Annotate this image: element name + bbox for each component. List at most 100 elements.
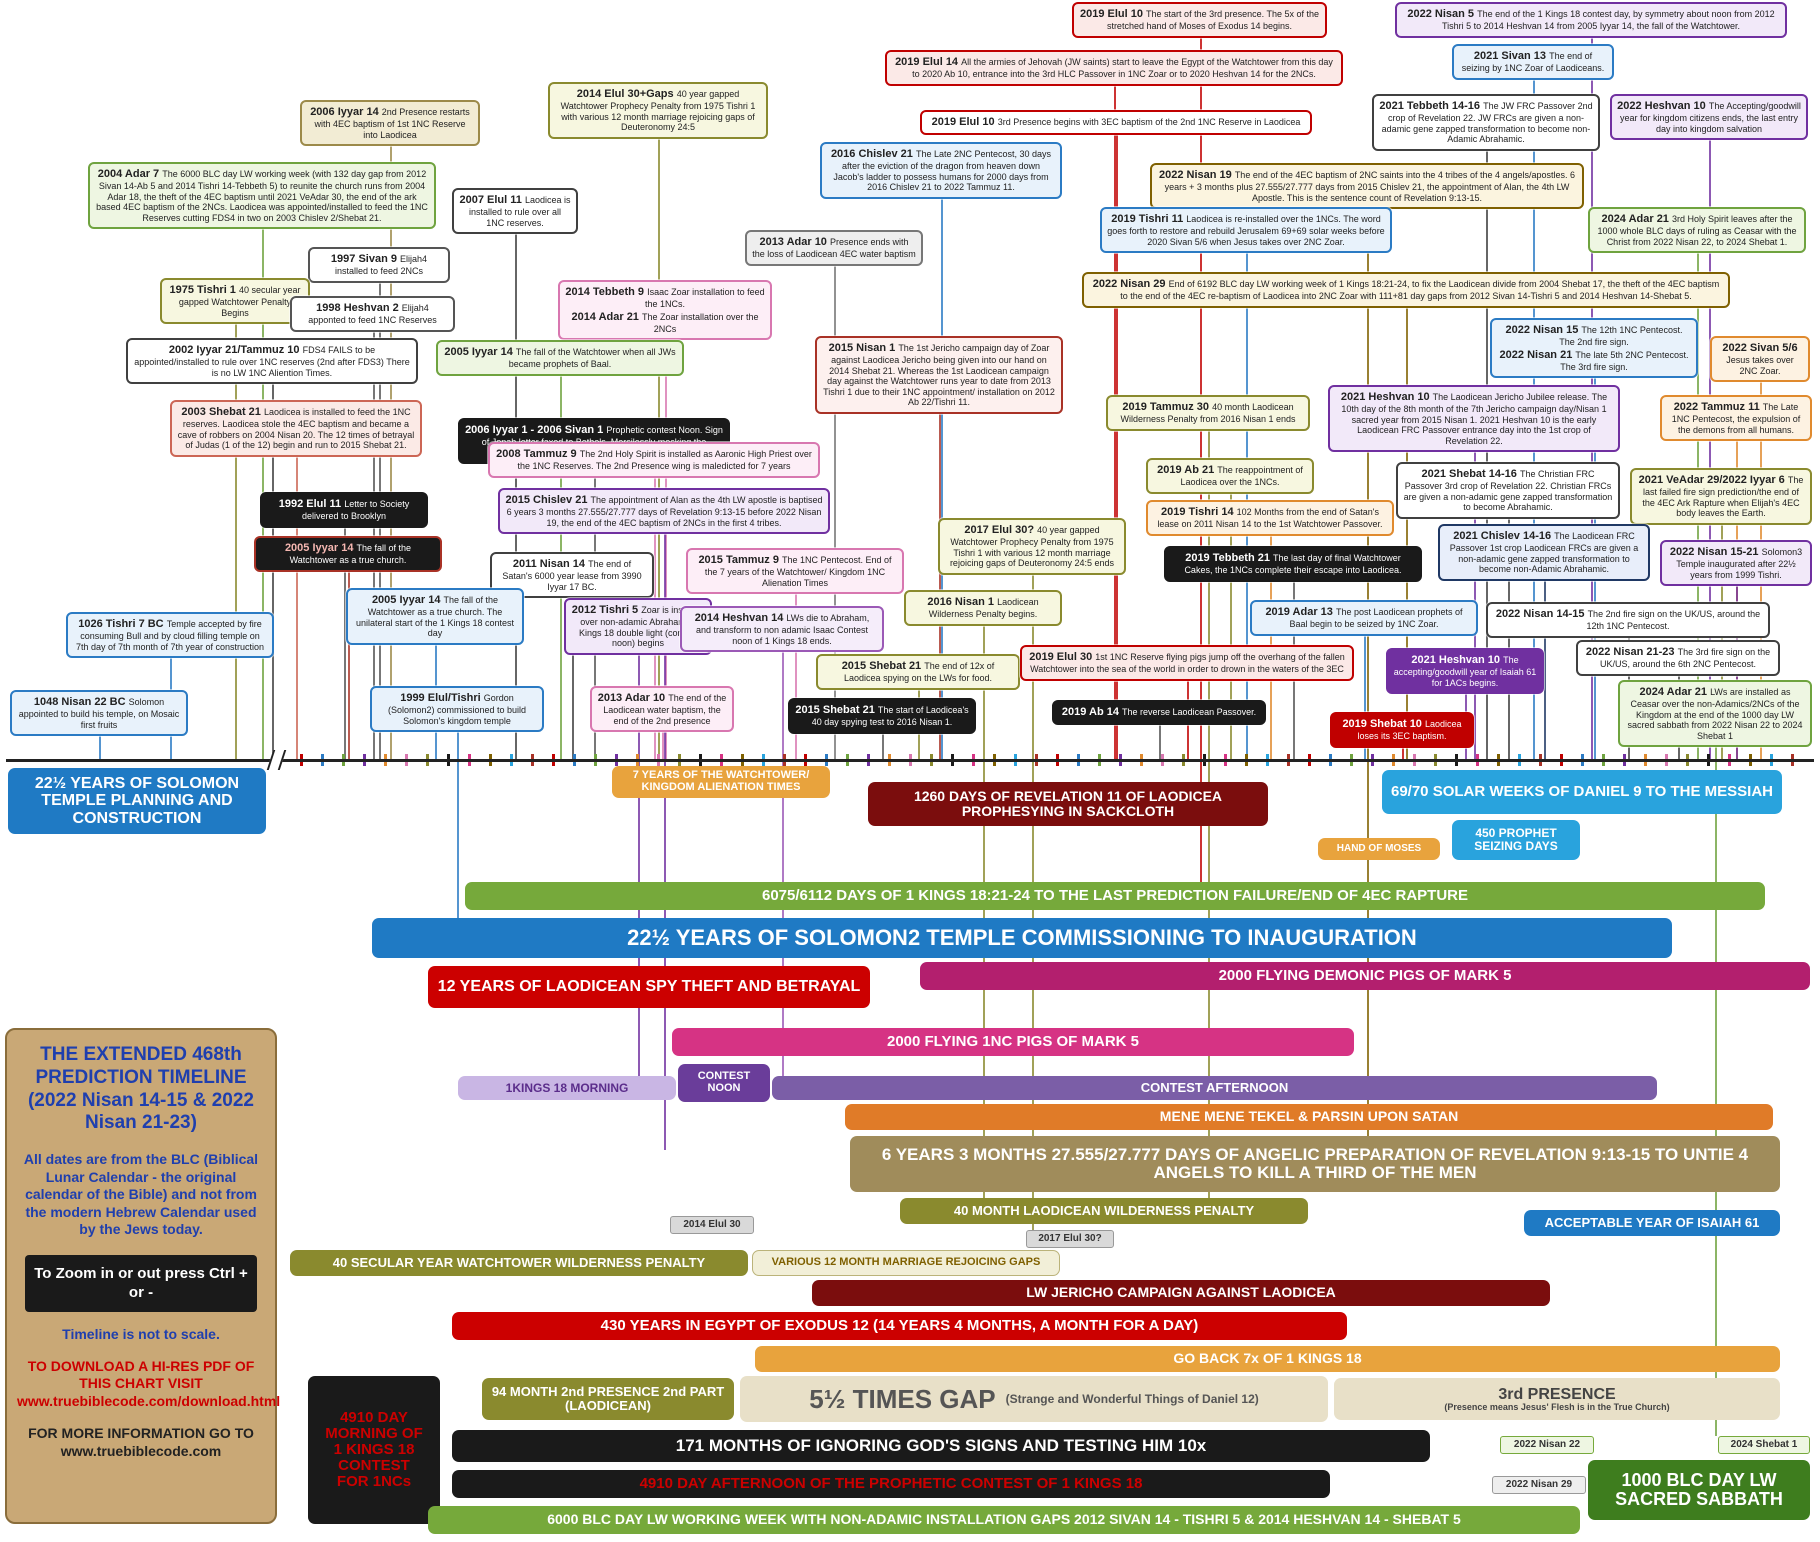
bar-label: GO BACK 7x OF 1 KINGS 18 (1173, 1350, 1362, 1367)
bar-marriage-rejoicing-gaps: VARIOUS 12 MONTH MARRIAGE REJOICING GAPS (752, 1250, 1060, 1276)
callout-description: The appointment of Alan as the 4th LW ap… (506, 495, 823, 528)
callout-text: 2006 Iyyar 14 2nd Presence restarts with… (307, 106, 473, 140)
callout-date: 2015 Tammuz 9 (698, 554, 782, 566)
callout-date: 2022 Nisan 15 (1505, 324, 1582, 336)
callout-2019-tishri-11: 2019 Tishri 11 Laodicea is re-installed … (1100, 207, 1392, 254)
bar-label: 22½ YEARS OF SOLOMON TEMPLE PLANNING AND… (34, 775, 240, 827)
callout-description: The 1NC Pentecost. End of the 7 years of… (704, 555, 892, 588)
callout-date: 2014 Adar 21 (571, 310, 642, 323)
callout-date: 2006 Iyyar 1 - 2006 Sivan 1 (465, 424, 607, 436)
callout-description: LWs are installed as Ceasar over the non… (1627, 687, 1803, 741)
callout-text: 2005 Iyyar 14 The fall of the Watchtower… (443, 346, 677, 370)
callout-text: 2019 Elul 14 All the armies of Jehovah (… (892, 56, 1336, 80)
callout-date: 2015 Shebat 21 (841, 660, 925, 672)
callout-text: 2022 Nisan 29 End of 6192 BLC day LW wor… (1089, 278, 1723, 302)
callout-2022-nisan-29: 2022 Nisan 29 End of 6192 BLC day LW wor… (1082, 272, 1730, 308)
callout-date: 2014 Elul 30+Gaps (576, 88, 677, 100)
callout-date: 2013 Adar 10 (759, 236, 830, 248)
callout-2016-chislev-21: 2016 Chislev 21 The Late 2NC Pentecost, … (820, 142, 1062, 199)
bar-chip-2022-nisan-29: 2022 Nisan 29 (1492, 1476, 1586, 1494)
callout-2019-tebbeth-21: 2019 Tebbeth 21 The last day of final Wa… (1164, 546, 1422, 582)
callout-text: 2021 Sivan 13 The end of seizing by 1NC … (1459, 50, 1607, 74)
callout-2022-nisan-15-21-pentecosts: 2022 Nisan 15 The 12th 1NC Pentecost. Th… (1490, 318, 1698, 379)
info-panel: THE EXTENDED 468th PREDICTION TIMELINE (… (5, 1028, 281, 1524)
callout-description: The end of the Laodicean water baptism, … (603, 693, 727, 726)
callout-text: 2024 Adar 21 LWs are installed as Ceasar… (1625, 686, 1805, 741)
callout-description: All the armies of Jehovah (JW saints) st… (912, 57, 1333, 79)
callout-2016-nisan-1: 2016 Nisan 1 Laodicean Wilderness Penalt… (904, 590, 1062, 626)
callout-2019-elul-30: 2019 Elul 30 1st 1NC Reserve flying pigs… (1020, 645, 1354, 681)
bar-label: 2022 Nisan 29 (1505, 1478, 1573, 1490)
callout-text: 2022 Nisan 15 The 12th 1NC Pentecost. Th… (1497, 324, 1691, 348)
connector (1159, 708, 1161, 760)
connector (235, 286, 237, 760)
callout-date: 2016 Nisan 1 (927, 596, 998, 608)
callout-description: 2nd Presence restarts with 4EC baptism o… (314, 107, 470, 140)
callout-text: 2011 Nisan 14 The end of Satan's 6000 ye… (497, 558, 647, 592)
bar-label: 40 SECULAR YEAR WATCHTOWER WILDERNESS PE… (332, 1254, 706, 1270)
callout-description: The end of the 1 Kings 18 contest day, b… (1442, 9, 1775, 31)
callout-2015-shebat-21-start: 2015 Shebat 21 The start of Laodicea's 4… (788, 698, 976, 734)
bar-chip-2022-nisan-22: 2022 Nisan 22 (1500, 1436, 1594, 1454)
bar-hand-of-moses: HAND OF MOSES (1318, 838, 1440, 860)
callout-description: The Laodicean Jericho Jubilee release. T… (1341, 392, 1608, 446)
callout-text: 1999 Elul/Tishri Gordon (Solomon2) commi… (377, 692, 537, 726)
callout-description: Zoar is installed over non-adamic Abraha… (578, 605, 705, 649)
bar-months-171: 171 MONTHS OF IGNORING GOD'S SIGNS AND T… (452, 1430, 1430, 1462)
callout-text: 2015 Chislev 21 The appointment of Alan … (505, 494, 823, 528)
bar-lw-jericho-campaign: LW JERICHO CAMPAIGN AGAINST LAODICEA (812, 1280, 1550, 1306)
callout-date: 2022 Nisan 19 (1158, 169, 1235, 181)
bar-label: MENE MENE TEKEL & PARSIN UPON SATAN (1159, 1108, 1459, 1125)
callout-text: 2022 Nisan 21 The late 5th 2NC Pentecost… (1497, 349, 1691, 373)
callout-date: 2013 Adar 10 (597, 692, 669, 704)
bar-label: 5½ TIMES GAP (809, 1383, 996, 1414)
callout-text: 2014 Adar 21 The Zoar installation over … (565, 311, 765, 335)
callout-text: 2017 Elul 30? 40 year gapped Watchtower … (945, 524, 1119, 569)
callout-description: Laodicea is installed to feed the 1NC re… (177, 407, 415, 451)
bar-presence-3rd: 3rd PRESENCE(Presence means Jesus' Flesh… (1334, 1378, 1780, 1420)
callout-date: 2022 Nisan 29 (1092, 278, 1169, 290)
callout-description: Solomon appointed to build his temple, o… (18, 697, 180, 730)
connector (638, 606, 640, 1076)
bar-label: 171 MONTHS OF IGNORING GOD'S SIGNS AND T… (675, 1435, 1207, 1455)
callout-description: The 3rd fire sign on the UK/US, around t… (1599, 647, 1771, 669)
callout-1997-sivan-9: 1997 Sivan 9 Elijah4 installed to feed 2… (308, 247, 450, 283)
download-link[interactable]: www.truebiblecode.com/download.html (17, 1392, 281, 1409)
bar-label: CONTEST AFTERNOON (1140, 1079, 1289, 1095)
callout-2021-heshvan-10-jubilee: 2021 Heshvan 10 The Laodicean Jericho Ju… (1328, 385, 1620, 453)
callout-description: Gordon (Solomon2) commissioned to build … (387, 693, 527, 726)
callout-2005-iyyar-14-contest: 2005 Iyyar 14 The fall of the Watchtower… (346, 588, 524, 645)
download-note: TO DOWNLOAD A HI-RES PDF OF THIS CHART V… (17, 1357, 281, 1411)
connector (1406, 280, 1408, 760)
callout-text: 2021 Tebbeth 14-16 The JW FRC Passover 2… (1379, 100, 1593, 145)
callout-date: 2021 Chislev 14-16 (1453, 530, 1555, 542)
download-note-text: TO DOWNLOAD A HI-RES PDF OF THIS CHART V… (27, 1357, 255, 1392)
callout-2022-heshvan-10-end: 2022 Heshvan 10 The Accepting/goodwill y… (1610, 94, 1808, 141)
callout-2024-adar-21-spirit: 2024 Adar 21 3rd Holy Spirit leaves afte… (1588, 207, 1806, 254)
bar-label: 40 MONTH LAODICEAN WILDERNESS PENALTY (953, 1202, 1255, 1218)
connector (1367, 171, 1369, 1150)
bar-working-week-6000: 6000 BLC DAY LW WORKING WEEK WITH NON-AD… (428, 1506, 1580, 1534)
callout-date: 2019 Tebbeth 21 (1185, 552, 1274, 564)
callout-text: 2019 Tishri 11 Laodicea is re-installed … (1107, 213, 1385, 247)
callout-text: 2014 Heshvan 14 LWs die to Abraham, and … (687, 612, 877, 646)
more-info-link[interactable]: www.truebiblecode.com (60, 1443, 222, 1460)
callout-text: 2019 Elul 30 1st 1NC Reserve flying pigs… (1027, 651, 1347, 675)
callout-text: 2014 Elul 30+Gaps 40 year gapped Watchto… (555, 88, 761, 133)
bar-label: 2000 FLYING 1NC PIGS OF MARK 5 (886, 1032, 1139, 1050)
callout-2014-tebbeth-9-adar-21: 2014 Tebbeth 9 Isaac Zoar installation t… (558, 280, 772, 341)
connector (1230, 466, 1232, 760)
bar-label: 22½ YEARS OF SOLOMON2 TEMPLE COMMISSIONI… (627, 925, 1417, 951)
bar-times-gap-5-5: 5½ TIMES GAP(Strange and Wonderful Thing… (740, 1376, 1328, 1422)
bar-sacred-sabbath-1000: 1000 BLC DAY LW SACRED SABBATH (1588, 1460, 1810, 1520)
callout-description: Laodicea is re-installed over the 1NCs. … (1107, 214, 1385, 247)
callout-1992-elul-11: 1992 Elul 11 Letter to Society delivered… (260, 492, 428, 528)
bar-days-6075-6112: 6075/6112 DAYS OF 1 KINGS 18:21-24 TO TH… (465, 882, 1765, 910)
bar-label: 4910 DAY MORNING OF 1 KINGS 18 CONTEST F… (325, 1408, 423, 1491)
bar-chip-2014-elul-30: 2014 Elul 30 (670, 1216, 754, 1234)
connector (348, 544, 350, 760)
callout-text: 1992 Elul 11 Letter to Society delivered… (267, 498, 421, 522)
callout-2014-elul-30-gaps: 2014 Elul 30+Gaps 40 year gapped Watchto… (548, 82, 768, 139)
callout-text: 2019 Shebat 10 Laodicea loses its 3EC ba… (1337, 718, 1467, 742)
